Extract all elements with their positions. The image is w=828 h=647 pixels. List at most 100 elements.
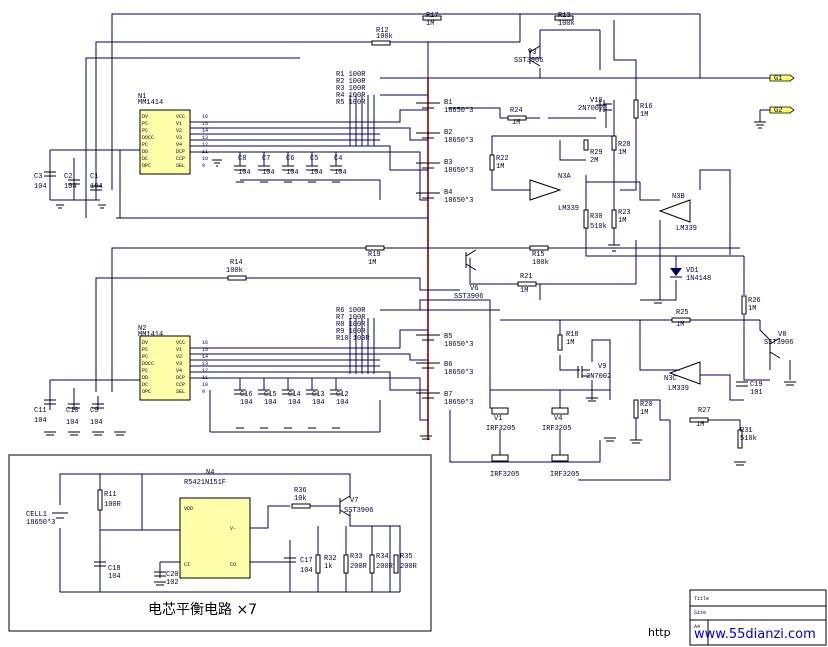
label-r21: R21: [520, 273, 533, 281]
ic2-pin-num-5: 11: [202, 375, 208, 381]
ic2-pin-right-0: VCC: [176, 340, 185, 346]
label-r36v: 10k: [294, 495, 307, 503]
label-v7: V7: [350, 497, 358, 505]
label-r20: R20: [640, 401, 653, 409]
ic1-pin-left-6: DC: [142, 156, 148, 162]
label-b7: B7: [444, 391, 452, 399]
ic2-pin-left-2: PC: [142, 354, 148, 360]
ic1-pin-num-6: 10: [202, 156, 208, 162]
label-r35: R35: [400, 553, 413, 561]
label-r11v: 100R: [104, 501, 122, 509]
ic2-pin-left-3: DOCC: [142, 361, 154, 367]
label-r12v: 100k: [376, 33, 393, 41]
ic2-pin-num-4: 12: [202, 368, 208, 374]
label-c1v: 104: [90, 183, 103, 191]
label-r28v: 1M: [618, 149, 626, 157]
label-v7t: SST3906: [344, 507, 373, 515]
label-b3: B3: [444, 159, 452, 167]
label-vd1t: 1N4148: [686, 275, 711, 283]
label-n3ct: LM339: [668, 385, 689, 393]
ic2-pin-left-7: OPC: [142, 389, 151, 395]
ic1-pin-num-5: 11: [202, 149, 208, 155]
label-b1v: 18650*3: [444, 107, 473, 115]
ic1-pin-right-6: CCP: [176, 156, 185, 162]
label-r7: R7 100R: [336, 314, 366, 322]
label-r27v: 1M: [696, 421, 704, 429]
label-n4t: R5421N151F: [184, 479, 226, 487]
label-n3c: N3C: [664, 375, 677, 383]
ic2-pin-num-6: 10: [202, 382, 208, 388]
label-c20: C20: [166, 571, 179, 579]
label-c18: C18: [108, 565, 121, 573]
label-v2t: IRF3205: [490, 471, 519, 479]
label-c17: C17: [300, 557, 313, 565]
ic1-pin-right-4: V4: [176, 142, 182, 148]
circuit-caption: 电芯平衡电路 ×7: [148, 602, 257, 618]
label-v5t: IRF3205: [550, 471, 579, 479]
lower-wires: [49, 240, 791, 481]
label-r16: R16: [640, 103, 653, 111]
label-r19: R19: [368, 251, 381, 259]
ic-n1: [139, 109, 251, 579]
label-r1: R1 100R: [336, 71, 366, 79]
label-c10: C10: [66, 407, 79, 415]
ic2-pin-num-2: 14: [202, 354, 208, 360]
ic2-pin-right-2: V2: [176, 354, 182, 360]
label-r18v: 1M: [566, 339, 574, 347]
ic2-pin-num-3: 13: [202, 361, 208, 367]
label-c7v: 104: [262, 169, 275, 177]
label-r24: R24: [510, 107, 523, 115]
capacitor-symbols: [44, 165, 748, 577]
label-v3: V3: [528, 49, 536, 57]
label-v4t: IRF3205: [542, 425, 571, 433]
label-r36: R36: [294, 487, 307, 495]
label-r31v: 510k: [740, 435, 757, 443]
label-c13v: 104: [312, 399, 325, 407]
label-n4: N4: [206, 469, 214, 477]
ic1-pin-num-1: 15: [202, 121, 208, 127]
comparator-symbols: [529, 179, 701, 385]
ground-symbols: [44, 121, 796, 586]
transistor-symbols: [339, 45, 781, 517]
label-r33v: 200R: [350, 563, 368, 571]
label-c2: C2: [64, 173, 72, 181]
label-r23: R23: [618, 209, 631, 217]
label-b5v: 18650*3: [444, 341, 473, 349]
label-c14: C14: [288, 391, 301, 399]
label-c12: C12: [336, 391, 349, 399]
ic2-pin-right-1: V1: [176, 347, 182, 353]
label-c11: C11: [34, 407, 47, 415]
label-v6: V6: [470, 285, 478, 293]
label-c5v: 104: [310, 169, 323, 177]
label-v10t: 2N7002: [578, 105, 603, 113]
label-r17: R17: [426, 12, 439, 20]
n4-pin-vdd: VDD: [184, 506, 193, 512]
label-r31: R31: [740, 427, 753, 435]
label-c4v: 104: [334, 169, 347, 177]
ic1-pin-left-5: DD: [142, 149, 148, 155]
label-c17v: 104: [300, 567, 313, 575]
ic1-pin-right-5: DCP: [176, 149, 185, 155]
ic1-pin-num-3: 13: [202, 135, 208, 141]
label-b2v: 18650*3: [444, 137, 473, 145]
ic2-pin-right-5: DCP: [176, 375, 185, 381]
ic1-pin-left-0: DV: [142, 114, 148, 120]
label-r34: R34: [376, 553, 389, 561]
ic1-pin-right-2: V2: [176, 128, 182, 134]
label-n3bt: LM339: [676, 225, 697, 233]
ic2-pin-right-7: SEL: [176, 389, 185, 395]
label-r26: R26: [748, 297, 761, 305]
label-r19v: 1M: [368, 259, 376, 267]
ic2-pin-left-6: DC: [142, 382, 148, 388]
label-v8: V8: [778, 331, 786, 339]
label-b7v: 18650*3: [444, 399, 473, 407]
label-n2t: MM1414: [138, 331, 163, 339]
ic1-pin-num-0: 16: [202, 114, 208, 120]
label-r13v: 100k: [558, 20, 575, 28]
watermark: www.55dianzi.com: [694, 627, 816, 642]
title-block-frame: [689, 589, 827, 646]
label-r32: R32: [324, 555, 337, 563]
ic1-pin-right-7: SEL: [176, 163, 185, 169]
